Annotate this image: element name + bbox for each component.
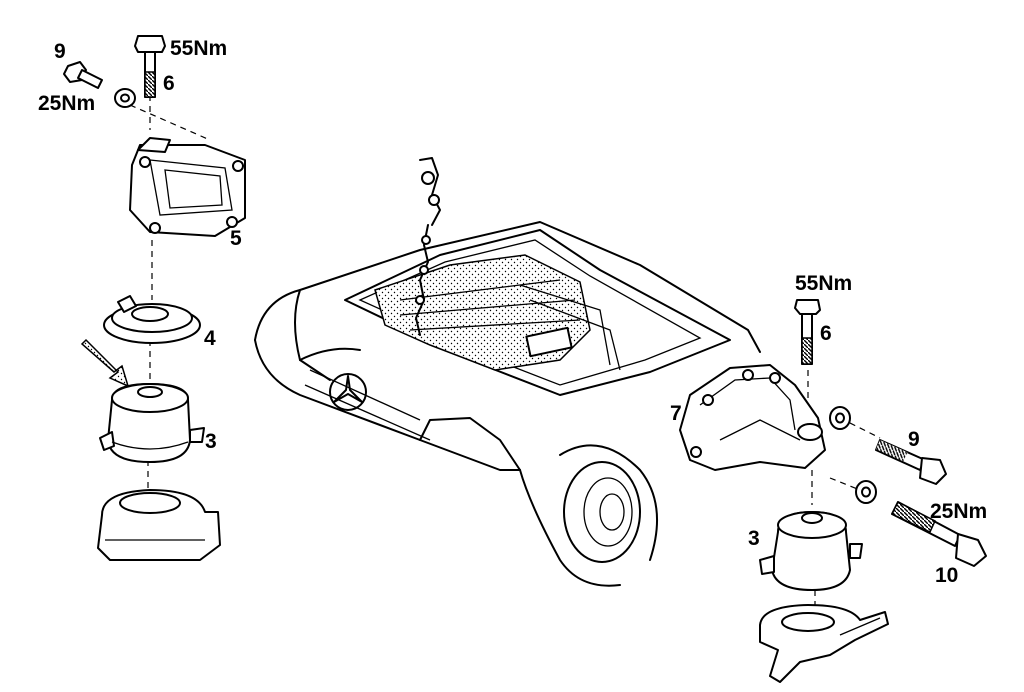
bolt-9-left	[63, 61, 136, 108]
torque-label-55nm-left: 55Nm	[170, 37, 227, 60]
torque-label-25nm-left: 25Nm	[38, 92, 95, 115]
hoist-chain	[415, 157, 441, 336]
rubber-mount-3-right	[759, 511, 863, 591]
left-mount-assembly: 55Nm 9 6 25Nm 5 4 3	[38, 35, 246, 561]
part-label-3-right: 3	[748, 527, 760, 550]
part-label-4: 4	[204, 327, 216, 350]
part-label-6-right: 6	[820, 322, 832, 345]
cap-4	[103, 295, 201, 344]
bolt-10	[855, 480, 987, 567]
bracket-5	[129, 137, 246, 237]
vehicle-front-illustration	[254, 157, 761, 587]
bracket-7	[679, 364, 826, 471]
torque-label-55nm-right: 55Nm	[795, 272, 852, 295]
indicator-arrow	[80, 338, 130, 388]
part-label-6-left: 6	[163, 72, 175, 95]
bolt-9-right	[829, 406, 947, 485]
mount-holder-right	[759, 604, 889, 683]
torque-label-25nm-right: 25Nm	[930, 500, 987, 523]
part-label-9-left: 9	[54, 40, 66, 63]
bolt-6-left	[134, 35, 166, 98]
mount-holder-left	[97, 489, 221, 561]
rubber-mount-3-left	[99, 383, 205, 463]
part-label-5: 5	[230, 227, 242, 250]
part-label-7: 7	[670, 402, 682, 425]
right-mount-assembly: 55Nm 6 7 9 25Nm 3 10	[670, 272, 987, 683]
part-label-3-left: 3	[205, 430, 217, 453]
bolt-6-right	[794, 299, 821, 365]
part-label-9-right: 9	[908, 428, 920, 451]
part-label-10: 10	[935, 564, 958, 587]
